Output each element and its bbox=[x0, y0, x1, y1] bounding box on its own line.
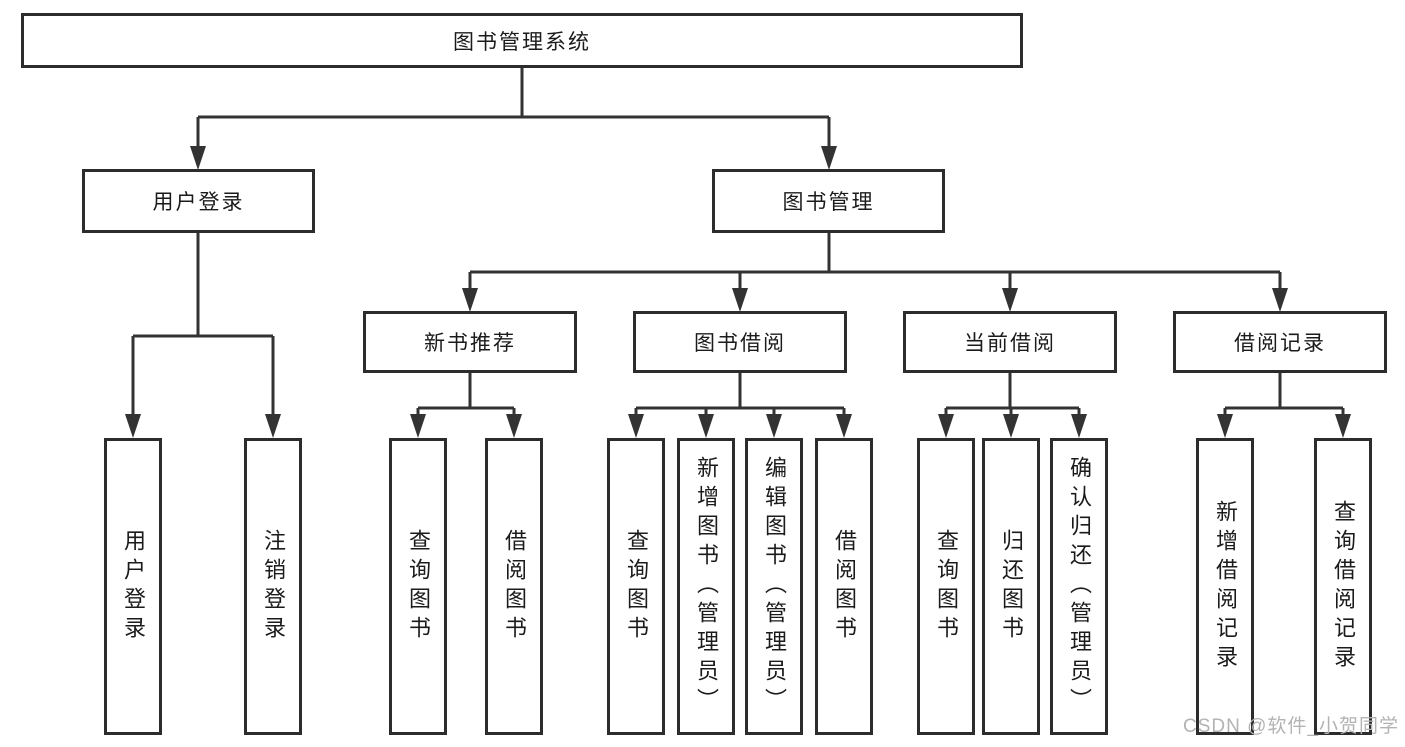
node-label: 新书推荐 bbox=[424, 332, 516, 355]
connector-borrow-records-to-leaves bbox=[1217, 373, 1351, 438]
arrowhead-icon bbox=[125, 414, 141, 438]
node-root-system: 图书管理系统 bbox=[21, 13, 1023, 68]
leaf-label: 新增借阅记录 bbox=[1213, 499, 1238, 674]
leaf-query-books-recommend: 查询图书 bbox=[389, 438, 447, 735]
csdn-watermark: CSDN @软件_小贺同学 bbox=[1183, 716, 1399, 737]
leaf-user-login: 用户登录 bbox=[104, 438, 162, 735]
leaf-label: 查询借阅记录 bbox=[1331, 499, 1356, 674]
leaf-return-book: 归还图书 bbox=[982, 438, 1040, 735]
leaf-add-borrow-record: 新增借阅记录 bbox=[1196, 438, 1254, 735]
connector-current-borrow-to-leaves bbox=[938, 373, 1087, 438]
leaf-logout: 注销登录 bbox=[244, 438, 302, 735]
connector-book-management-to-level2 bbox=[462, 233, 1288, 312]
node-new-book-recommend: 新书推荐 bbox=[363, 311, 577, 373]
node-borrow-records: 借阅记录 bbox=[1173, 311, 1387, 373]
connector-line bbox=[416, 373, 516, 420]
arrowhead-icon bbox=[821, 146, 837, 170]
arrowhead-icon bbox=[462, 288, 478, 312]
connector-line bbox=[131, 233, 275, 420]
leaf-label: 新增图书（管理员） bbox=[694, 456, 719, 717]
connector-new-book-recommend-to-leaves bbox=[410, 373, 522, 438]
arrowhead-icon bbox=[1002, 288, 1018, 312]
leaf-label: 借阅图书 bbox=[502, 528, 527, 645]
node-label: 图书管理 bbox=[782, 191, 875, 214]
leaf-label: 查询图书 bbox=[934, 528, 959, 645]
connector-line bbox=[468, 233, 1282, 293]
leaf-add-book-admin: 新增图书（管理员） bbox=[677, 438, 735, 735]
leaf-query-books-borrow: 查询图书 bbox=[607, 438, 665, 735]
arrowhead-icon bbox=[410, 414, 426, 438]
node-label: 当前借阅 bbox=[964, 332, 1056, 355]
node-label: 图书管理系统 bbox=[453, 30, 591, 54]
node-label: 借阅记录 bbox=[1234, 332, 1326, 355]
node-book-management: 图书管理 bbox=[712, 169, 945, 233]
arrowhead-icon bbox=[1272, 288, 1288, 312]
leaf-label: 编辑图书（管理员） bbox=[762, 456, 787, 717]
leaf-label: 借阅图书 bbox=[832, 528, 857, 645]
connector-line bbox=[196, 68, 831, 150]
connector-user-login-to-leaves bbox=[125, 233, 281, 438]
arrowhead-icon bbox=[190, 146, 206, 170]
leaf-borrow-books: 借阅图书 bbox=[815, 438, 873, 735]
connector-book-borrow-to-leaves bbox=[628, 373, 852, 438]
node-user-login: 用户登录 bbox=[82, 169, 315, 233]
arrowhead-icon bbox=[1071, 414, 1087, 438]
leaf-label: 归还图书 bbox=[999, 528, 1024, 645]
leaf-confirm-return-admin: 确认归还（管理员） bbox=[1050, 438, 1108, 735]
connector-line bbox=[634, 373, 846, 420]
leaf-query-books-current: 查询图书 bbox=[917, 438, 975, 735]
leaf-label: 用户登录 bbox=[121, 528, 146, 645]
leaf-edit-book-admin: 编辑图书（管理员） bbox=[745, 438, 803, 735]
connector-line bbox=[1223, 373, 1345, 420]
node-label: 用户登录 bbox=[152, 191, 245, 214]
leaf-label: 注销登录 bbox=[261, 528, 286, 645]
arrowhead-icon bbox=[1003, 414, 1019, 438]
node-label: 图书借阅 bbox=[694, 332, 786, 355]
arrowhead-icon bbox=[766, 414, 782, 438]
arrowhead-icon bbox=[265, 414, 281, 438]
leaf-query-borrow-record: 查询借阅记录 bbox=[1314, 438, 1372, 735]
leaf-borrow-books-recommend: 借阅图书 bbox=[485, 438, 543, 735]
leaf-label: 确认归还（管理员） bbox=[1067, 456, 1092, 717]
leaf-label: 查询图书 bbox=[624, 528, 649, 645]
arrowhead-icon bbox=[1217, 414, 1233, 438]
connector-root-to-level1 bbox=[190, 68, 837, 170]
node-book-borrow: 图书借阅 bbox=[633, 311, 847, 373]
arrowhead-icon bbox=[506, 414, 522, 438]
arrowhead-icon bbox=[628, 414, 644, 438]
arrowhead-icon bbox=[732, 288, 748, 312]
arrowhead-icon bbox=[698, 414, 714, 438]
arrowhead-icon bbox=[836, 414, 852, 438]
leaf-label: 查询图书 bbox=[406, 528, 431, 645]
node-current-borrow: 当前借阅 bbox=[903, 311, 1117, 373]
connector-line bbox=[944, 373, 1081, 420]
arrowhead-icon bbox=[1335, 414, 1351, 438]
arrowhead-icon bbox=[938, 414, 954, 438]
